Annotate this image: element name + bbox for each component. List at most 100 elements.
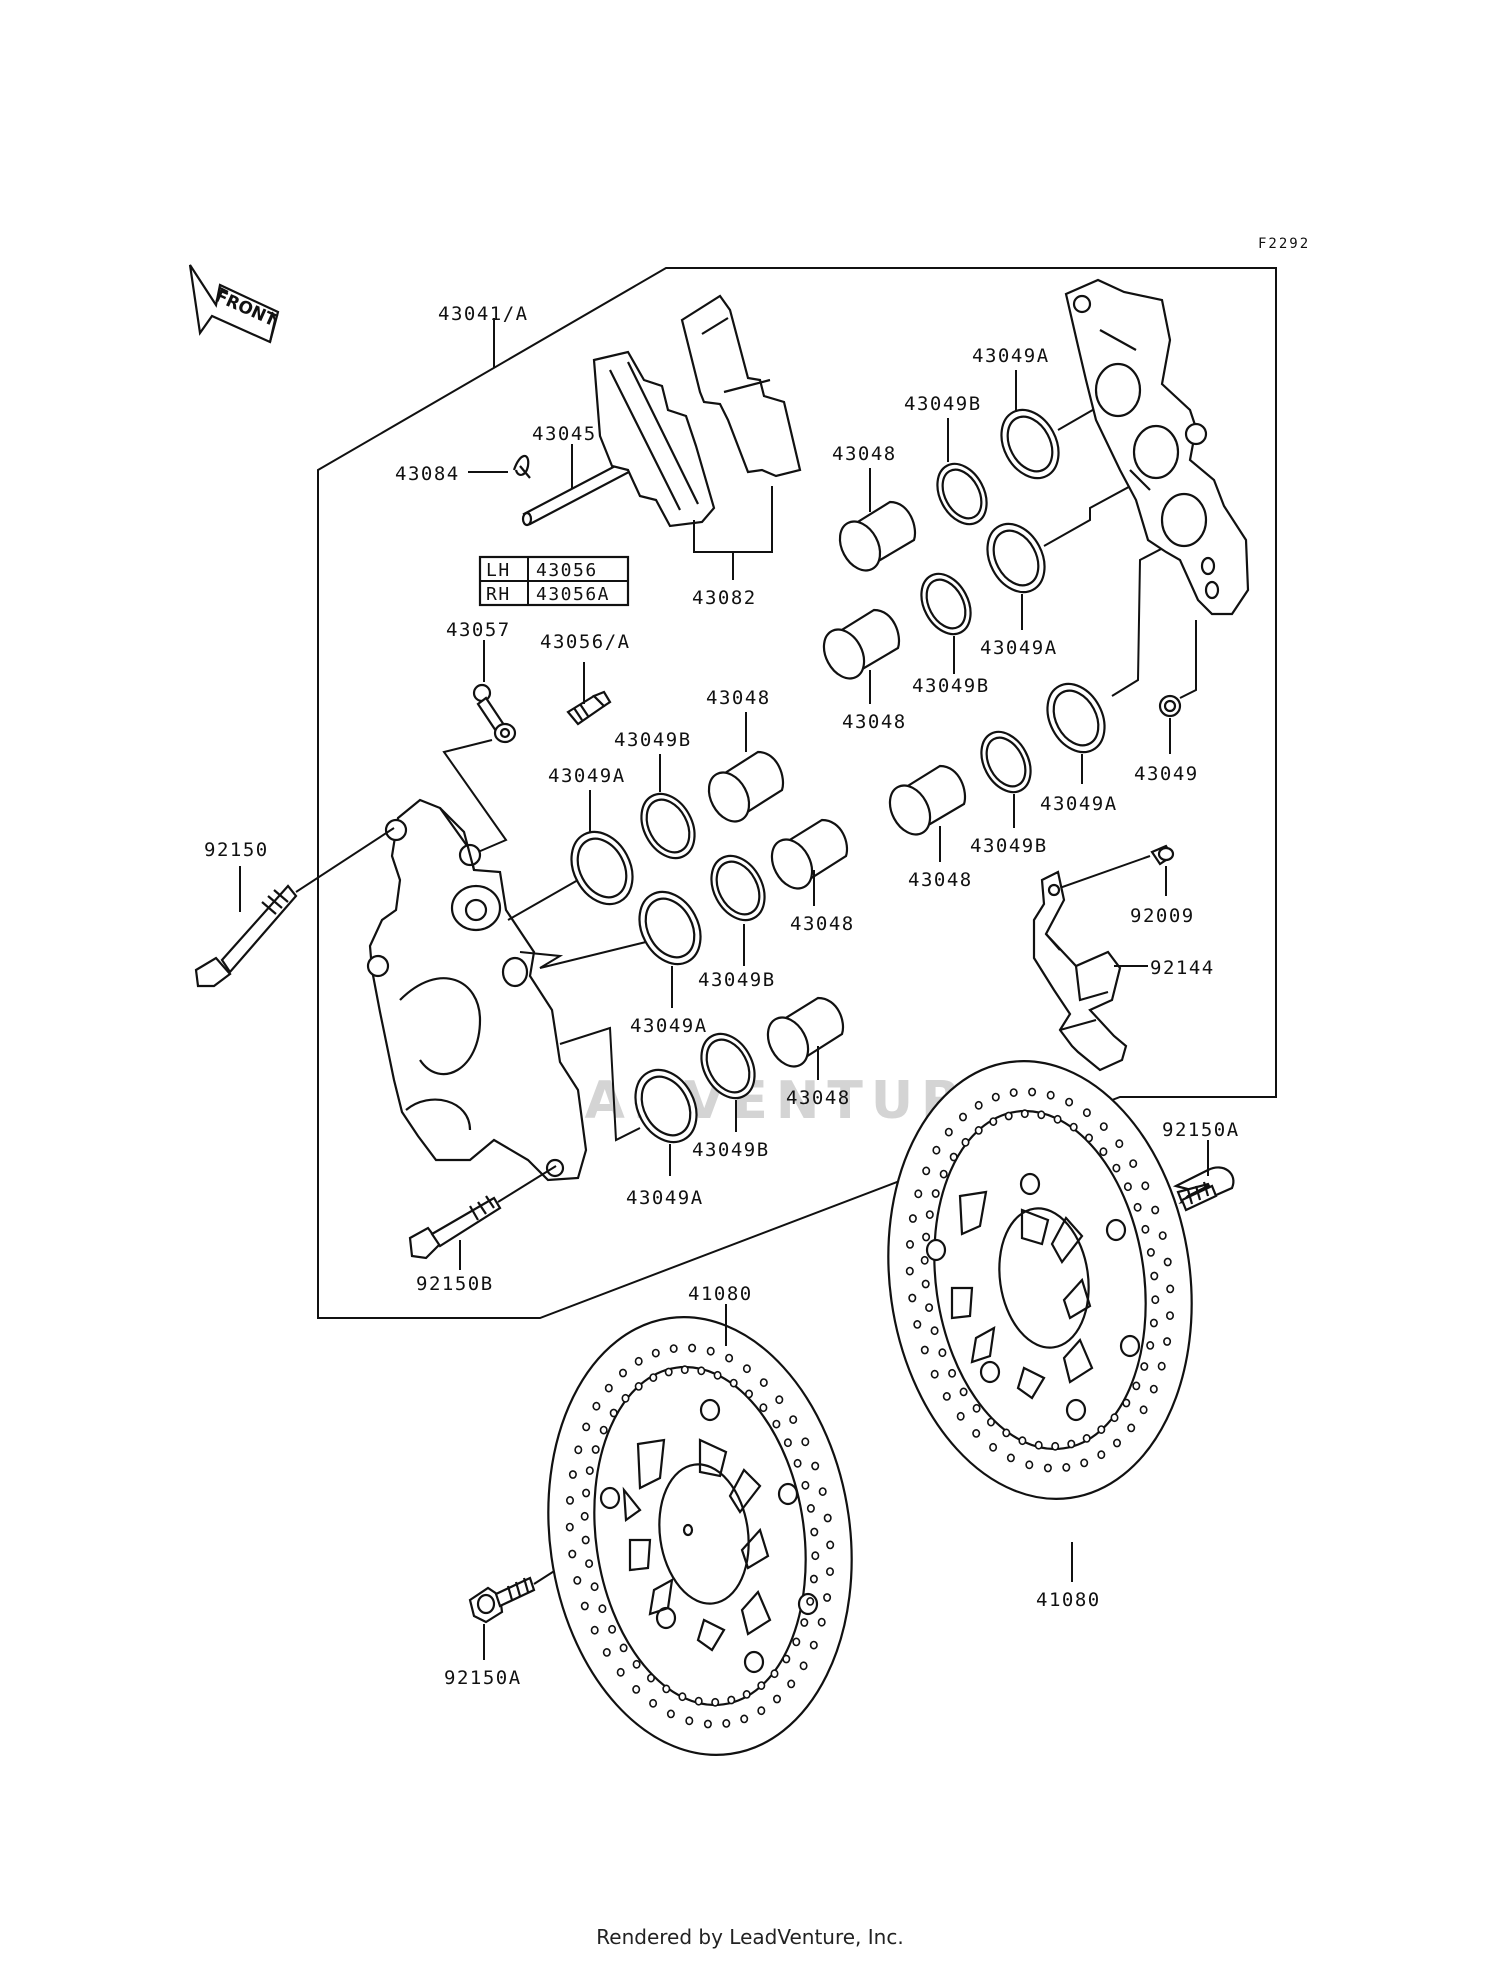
disc-hole bbox=[599, 1425, 608, 1435]
disc-hole bbox=[939, 1169, 948, 1179]
disc-hole bbox=[1122, 1398, 1131, 1408]
disc-hole bbox=[1002, 1428, 1011, 1438]
label-piston-1: 43048 bbox=[706, 687, 771, 709]
disc-hole bbox=[725, 1353, 734, 1363]
disc-hole bbox=[958, 1112, 967, 1122]
disc-hole bbox=[1034, 1440, 1043, 1450]
label-seal-b-3: 43049B bbox=[692, 1139, 770, 1161]
disc-hole bbox=[905, 1240, 914, 1249]
disc-hole bbox=[1146, 1341, 1155, 1350]
label-piston-3: 43048 bbox=[786, 1087, 851, 1109]
disc-hole bbox=[1157, 1361, 1166, 1371]
disc-hole bbox=[742, 1364, 751, 1374]
disc-hole bbox=[604, 1383, 613, 1393]
disc-hole bbox=[921, 1279, 930, 1289]
disc-hole bbox=[989, 1117, 998, 1126]
disc-hole bbox=[1097, 1425, 1106, 1434]
disc-hole bbox=[913, 1320, 922, 1329]
disc-hole bbox=[1009, 1088, 1018, 1097]
disc-hole bbox=[1062, 1463, 1071, 1472]
disc-hole bbox=[1112, 1163, 1121, 1173]
disc-hole bbox=[616, 1667, 625, 1677]
disc-hole bbox=[770, 1669, 779, 1679]
disc-hole bbox=[826, 1540, 835, 1550]
disc-hole bbox=[590, 1625, 599, 1635]
disc-hole bbox=[989, 1442, 998, 1452]
disc-hole bbox=[931, 1189, 940, 1198]
piston-right-lower bbox=[888, 764, 967, 836]
disc-hole bbox=[608, 1624, 617, 1634]
disc-hole bbox=[809, 1640, 818, 1650]
table-row-lh-side: LH bbox=[486, 560, 511, 581]
disc-hole bbox=[580, 1601, 589, 1611]
hose-bracket bbox=[1032, 870, 1128, 1072]
disc-hole bbox=[729, 1378, 738, 1388]
disc-hole bbox=[1037, 1110, 1046, 1120]
caliper-bolt-lower bbox=[408, 1195, 502, 1260]
disc-hole bbox=[1085, 1133, 1094, 1143]
disc-hole bbox=[974, 1126, 983, 1135]
disc-hole bbox=[680, 1365, 689, 1375]
label-seal-b-2: 43049B bbox=[698, 969, 776, 991]
disc-hole bbox=[618, 1368, 627, 1378]
disc-hole bbox=[823, 1593, 832, 1602]
disc-hole bbox=[1025, 1460, 1034, 1470]
caliper-bolt-upper bbox=[194, 884, 298, 988]
disc-hole bbox=[1004, 1111, 1013, 1121]
disc-hole bbox=[974, 1100, 983, 1110]
disc-hole bbox=[581, 1535, 590, 1545]
disc-hole bbox=[991, 1092, 1000, 1102]
front-arrow-icon: FRONT bbox=[188, 264, 280, 344]
disc-hole bbox=[1166, 1311, 1175, 1320]
disc-hole bbox=[1166, 1284, 1175, 1294]
disc-hole bbox=[1110, 1413, 1119, 1423]
disc-right-holes bbox=[905, 1087, 1175, 1473]
disc-hole bbox=[793, 1458, 802, 1468]
disc-hole bbox=[582, 1422, 591, 1432]
disc-hole bbox=[1146, 1248, 1155, 1257]
disc-hole bbox=[590, 1582, 599, 1592]
footer-credit: Rendered by LeadVenture, Inc. bbox=[596, 1925, 904, 1949]
disc-hole bbox=[651, 1348, 660, 1358]
label-oring: 43049 bbox=[1134, 763, 1199, 785]
disc-hole bbox=[772, 1694, 781, 1704]
disc-hole bbox=[1151, 1295, 1160, 1305]
disc-hole bbox=[1065, 1097, 1074, 1107]
disc-hole bbox=[775, 1395, 784, 1405]
disc-hole bbox=[1132, 1381, 1141, 1391]
disc-hole bbox=[1140, 1362, 1149, 1371]
disc-hole bbox=[582, 1488, 591, 1498]
disc-hole bbox=[905, 1266, 914, 1276]
piston-left-lower bbox=[766, 996, 845, 1068]
table-row-rh-part: 43056A bbox=[536, 584, 610, 605]
disc-hole bbox=[744, 1389, 753, 1399]
table-row-rh-side: RH bbox=[486, 584, 511, 605]
disc-hole bbox=[1123, 1182, 1132, 1192]
label-caliper-assembly: 43041/A bbox=[438, 303, 529, 325]
disc-hole bbox=[759, 1403, 768, 1413]
seal-a-right-middle bbox=[986, 522, 1046, 594]
seal-b-right-upper bbox=[936, 462, 988, 526]
disc-hole bbox=[1163, 1257, 1172, 1267]
label-seal-a-5: 43049A bbox=[980, 637, 1058, 659]
disc-hole bbox=[685, 1716, 694, 1726]
lh-rh-table: LH 43056 RH 43056A bbox=[478, 555, 630, 607]
seal-a-left-upper bbox=[570, 830, 634, 906]
label-pin-clip: 43084 bbox=[395, 463, 460, 485]
disc-hole bbox=[1151, 1205, 1160, 1215]
disc-hole bbox=[1113, 1438, 1122, 1448]
disc-hole bbox=[602, 1648, 611, 1657]
disc-hole bbox=[694, 1696, 703, 1706]
disc-hole bbox=[757, 1706, 766, 1716]
label-seal-a-4: 43049A bbox=[972, 345, 1050, 367]
disc-hole bbox=[634, 1382, 643, 1391]
diagram-code: F2292 bbox=[1258, 236, 1310, 252]
disc-hole bbox=[619, 1643, 628, 1653]
disc-hole bbox=[568, 1549, 577, 1559]
disc-hole bbox=[573, 1576, 582, 1585]
disc-hole bbox=[713, 1370, 722, 1380]
disc-hole bbox=[801, 1480, 810, 1490]
label-disc-left: 41080 bbox=[688, 1283, 753, 1305]
label-seal-b-4: 43049B bbox=[904, 393, 982, 415]
disc-hole bbox=[782, 1654, 791, 1664]
